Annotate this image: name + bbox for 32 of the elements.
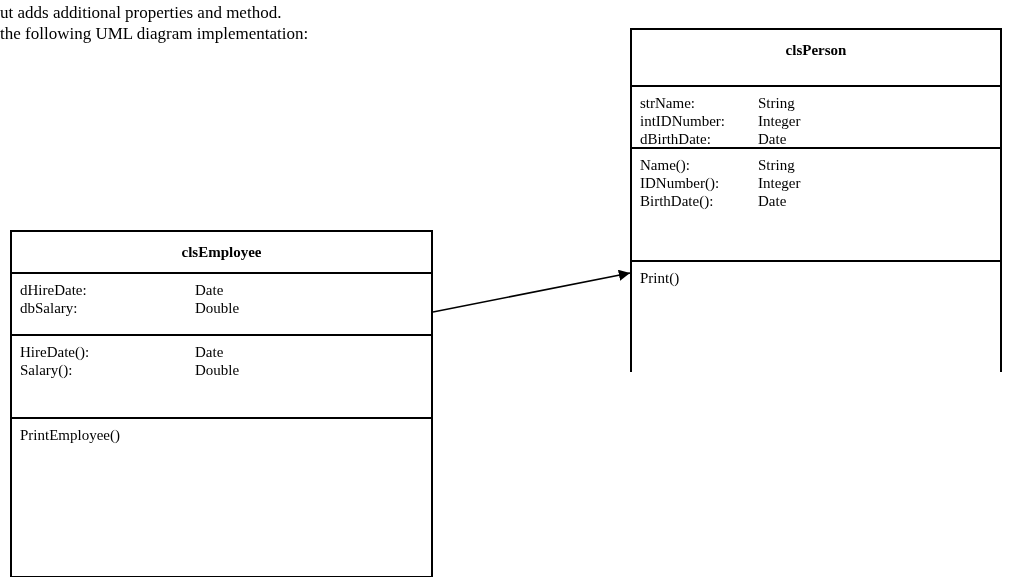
member-type: String bbox=[758, 157, 795, 174]
member-type: Integer bbox=[758, 113, 801, 130]
member-name: dHireDate: bbox=[20, 282, 87, 299]
member-type: Double bbox=[195, 362, 240, 379]
member-name: intIDNumber: bbox=[640, 113, 725, 130]
arrow bbox=[432, 269, 631, 313]
member-name: Name(): bbox=[640, 157, 690, 174]
class-compartment bbox=[12, 417, 431, 576]
class-name: clsPerson bbox=[784, 42, 848, 59]
member-name: dbSalary: bbox=[20, 300, 78, 317]
member-type: String bbox=[758, 95, 795, 112]
member-name: PrintEmployee() bbox=[20, 427, 120, 444]
member-type: Double bbox=[195, 300, 240, 317]
text-line: ut adds additional properties and method. bbox=[0, 3, 282, 23]
member-name: Print() bbox=[640, 270, 680, 287]
class-box bbox=[10, 230, 433, 577]
member-name: BirthDate(): bbox=[640, 193, 714, 210]
member-name: dBirthDate: bbox=[640, 131, 711, 148]
class-compartment bbox=[632, 85, 1000, 147]
class-box bbox=[630, 28, 1002, 372]
member-name: strName: bbox=[640, 95, 695, 112]
member-name: IDNumber(): bbox=[640, 175, 720, 192]
member-type: Date bbox=[758, 193, 787, 210]
member-type: Date bbox=[195, 344, 224, 361]
class-compartment bbox=[632, 260, 1000, 372]
member-name: Salary(): bbox=[20, 362, 73, 379]
member-type: Date bbox=[195, 282, 224, 299]
class-name: clsEmployee bbox=[180, 244, 263, 261]
member-name: HireDate(): bbox=[20, 344, 90, 361]
member-type: Integer bbox=[758, 175, 801, 192]
text-line: the following UML diagram implementation: bbox=[0, 24, 309, 44]
member-type: Date bbox=[758, 131, 787, 148]
